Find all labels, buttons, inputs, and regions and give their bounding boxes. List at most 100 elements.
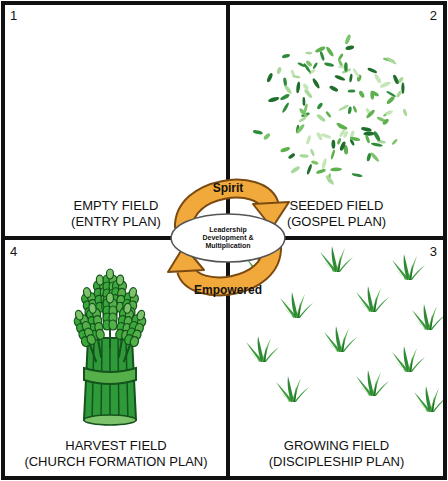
callout-number: 3 <box>430 244 437 259</box>
wheat-head <box>103 293 117 348</box>
seed <box>305 60 313 68</box>
seed <box>316 132 324 142</box>
seed <box>329 85 339 93</box>
seed <box>365 109 375 119</box>
field-label: (DISCIPLESHIP PLAN) <box>269 454 405 470</box>
cycle-arrows <box>168 189 289 287</box>
seed <box>330 167 342 171</box>
seed <box>367 67 378 74</box>
arrow-label: Spirit <box>213 181 244 195</box>
center-label: Leadership Development & Multiplication <box>192 226 264 250</box>
seed <box>310 148 316 156</box>
seed <box>268 96 280 103</box>
wheat-head <box>117 308 149 364</box>
seed <box>402 108 407 116</box>
seed <box>253 129 264 135</box>
field-quadrant: EMPTY FIELD(ENTRY PLAN) <box>6 6 226 236</box>
seed <box>334 74 346 81</box>
seed <box>385 110 393 117</box>
grass-tuft <box>356 286 389 312</box>
seed <box>276 67 282 75</box>
field-label: (CHURCH FORMATION PLAN) <box>24 454 207 470</box>
seed <box>263 132 271 140</box>
seed <box>283 84 293 95</box>
seed <box>299 154 309 158</box>
grass-tuft <box>320 246 353 272</box>
seed <box>288 152 296 159</box>
seed <box>311 160 319 165</box>
field-label: (ENTRY PLAN) <box>71 214 161 230</box>
seed <box>305 135 311 145</box>
callout-number: 2 <box>430 8 437 23</box>
seed <box>280 93 291 101</box>
callout-number: 1 <box>10 8 17 23</box>
seed <box>321 158 328 170</box>
seed <box>316 168 327 175</box>
seed <box>396 90 403 98</box>
seed <box>386 90 397 98</box>
seed <box>363 132 374 136</box>
seed <box>345 45 355 51</box>
seed <box>325 46 335 58</box>
seed <box>401 82 404 94</box>
grass-tuft <box>246 336 279 362</box>
seed <box>295 123 305 134</box>
field-quadrant: HARVEST FIELD(CHURCH FORMATION PLAN) <box>6 241 226 476</box>
seed <box>316 113 326 122</box>
seed <box>319 51 325 61</box>
seed <box>352 105 357 113</box>
seed <box>298 107 309 118</box>
seed <box>296 81 301 93</box>
seed <box>392 74 400 85</box>
grass-tuft <box>414 386 447 412</box>
seed <box>316 102 323 110</box>
seed <box>379 81 391 89</box>
seed <box>361 126 372 132</box>
seed <box>338 104 349 112</box>
seed <box>283 77 288 86</box>
seed <box>325 111 332 119</box>
field-quadrant: GROWING FIELD(DISCIPLESHIP PLAN) <box>230 241 443 476</box>
seed <box>290 165 301 174</box>
field-label: (GOSPEL PLAN) <box>287 214 386 230</box>
seed <box>372 131 381 142</box>
seed <box>280 146 291 153</box>
seed <box>348 89 356 92</box>
seed <box>303 88 313 99</box>
seed <box>311 77 320 89</box>
field-label: SEEDED FIELD <box>290 198 384 214</box>
seed <box>298 116 307 123</box>
seed <box>343 130 349 138</box>
grass-tuft <box>356 370 389 396</box>
seed <box>386 56 397 65</box>
seed <box>292 75 300 79</box>
seed <box>373 73 382 84</box>
wheat-head <box>71 308 103 364</box>
grass-tuft <box>324 326 357 352</box>
grass-tuft <box>392 346 425 372</box>
seed <box>312 62 318 69</box>
seed <box>344 34 351 45</box>
seed <box>281 102 290 114</box>
seed <box>324 62 335 68</box>
seed <box>351 173 362 178</box>
seed <box>331 140 335 149</box>
seed <box>391 138 398 145</box>
grass-tuft <box>280 292 313 318</box>
seed <box>339 141 347 152</box>
grass-tuft <box>276 376 309 402</box>
seed <box>370 90 379 97</box>
field-label: GROWING FIELD <box>284 438 389 454</box>
seed <box>306 164 313 175</box>
seed <box>305 52 312 55</box>
grass-tuft <box>392 254 425 280</box>
seed <box>336 137 341 145</box>
field-quadrant: SEEDED FIELD(GOSPEL PLAN) <box>230 6 443 236</box>
seed <box>349 74 353 83</box>
seed <box>266 72 274 82</box>
grass-tuft <box>412 304 445 330</box>
seed <box>282 53 291 59</box>
seed <box>358 90 365 99</box>
seed <box>330 149 336 160</box>
arrow-label: Empowered <box>194 283 262 297</box>
